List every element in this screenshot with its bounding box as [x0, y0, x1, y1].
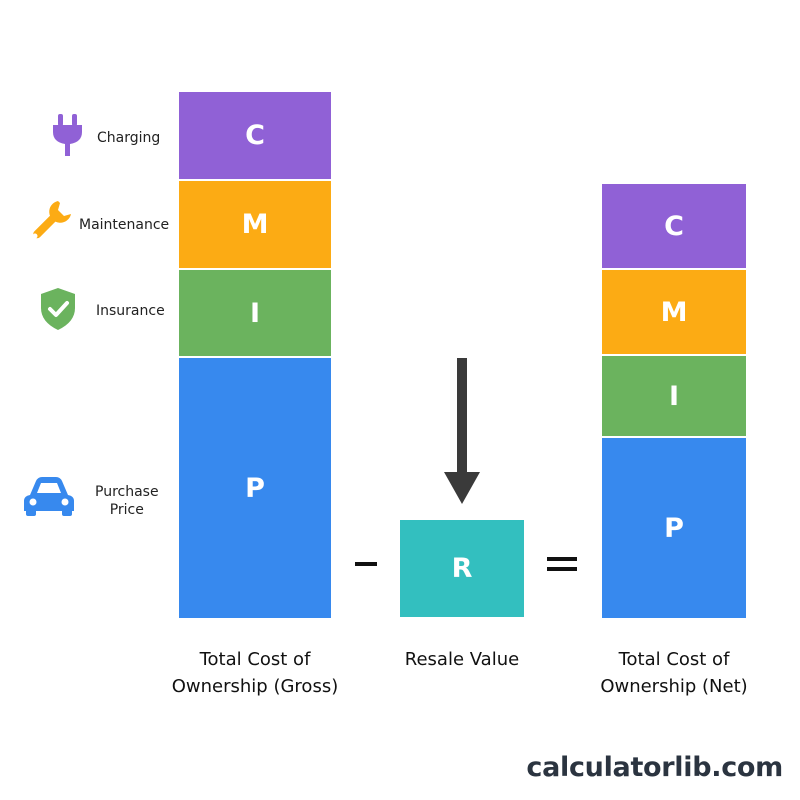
legend-maintenance-label: Maintenance	[79, 217, 170, 233]
equals-operator-bottom	[547, 567, 577, 571]
legend-insurance-label: Insurance	[96, 303, 165, 319]
resale-box: R	[400, 520, 524, 617]
gross-charging-segment: C	[179, 92, 331, 179]
net-caption: Total Cost of Ownership (Net)	[574, 646, 774, 700]
legend-purchase-line2: Price	[109, 502, 144, 518]
legend-purchase-label: Purchase Price	[95, 483, 159, 519]
gross-caption-line2: Ownership (Gross)	[171, 676, 339, 697]
net-insurance-segment: I	[602, 356, 746, 436]
shield-check-icon	[41, 288, 75, 330]
minus-operator	[355, 562, 377, 566]
resale-letter: R	[451, 553, 473, 584]
gross-purchase-letter: P	[245, 472, 265, 504]
gross-maintenance-letter: M	[241, 209, 269, 240]
resale-caption: Resale Value	[404, 649, 520, 670]
car-icon	[24, 477, 74, 516]
net-charging-letter: C	[664, 210, 684, 242]
net-caption-line1: Total Cost of	[618, 649, 730, 670]
gross-maintenance-segment: M	[179, 181, 331, 268]
plug-icon	[53, 114, 82, 156]
down-arrow-icon	[444, 358, 480, 504]
net-purchase-segment: P	[602, 438, 746, 618]
equals-operator-top	[547, 557, 577, 561]
net-maintenance-segment: M	[602, 270, 746, 354]
brand-logo-text: calculatorlib.com	[526, 752, 783, 783]
wrench-icon	[32, 201, 71, 239]
net-charging-segment: C	[602, 184, 746, 268]
net-maintenance-letter: M	[660, 296, 688, 328]
legend-charging-label: Charging	[97, 130, 161, 146]
gross-caption: Total Cost of Ownership (Gross)	[150, 646, 360, 700]
net-caption-line2: Ownership (Net)	[600, 676, 748, 697]
net-purchase-letter: P	[664, 512, 684, 544]
gross-insurance-segment: I	[179, 270, 331, 356]
gross-caption-line1: Total Cost of	[199, 649, 311, 670]
gross-charging-letter: C	[245, 120, 265, 151]
net-insurance-letter: I	[668, 380, 680, 412]
legend-purchase-line1: Purchase	[95, 484, 159, 500]
gross-purchase-segment: P	[179, 358, 331, 618]
gross-insurance-letter: I	[249, 297, 261, 329]
